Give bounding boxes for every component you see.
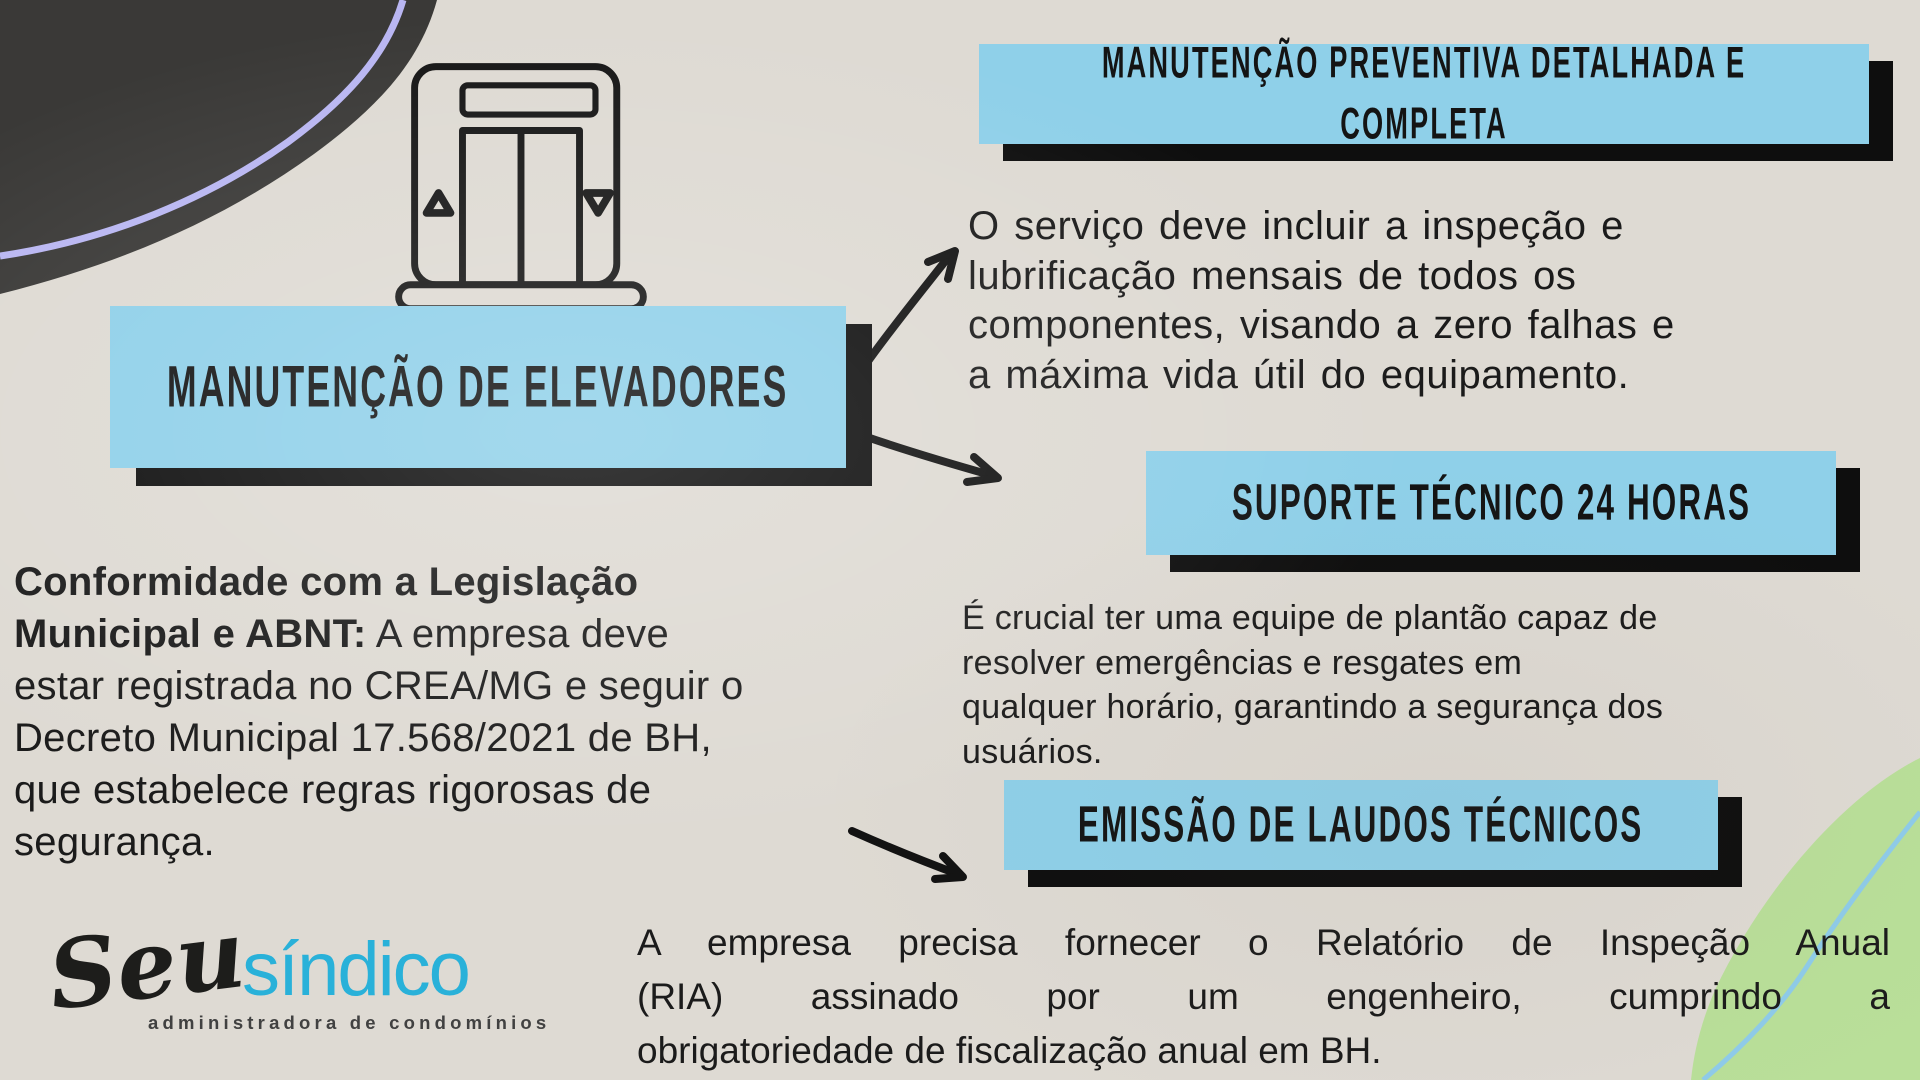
elevator-frame bbox=[411, 63, 621, 289]
up-arrow-icon bbox=[422, 189, 455, 217]
main-title: MANUTENÇÃO DE ELEVADORES bbox=[167, 354, 789, 420]
elevator-display bbox=[459, 82, 599, 118]
arrow-to-laudos-head bbox=[931, 852, 967, 883]
section-suporte-body: É crucial ter uma equipe de plantão capa… bbox=[962, 599, 1664, 771]
arrow-to-suporte bbox=[860, 432, 998, 480]
arrow-to-preventiva bbox=[862, 251, 954, 368]
dark-blob-decoration bbox=[0, 0, 437, 294]
section-laudos-box: EMISSÃO DE LAUDOS TÉCNICOS bbox=[1004, 780, 1718, 870]
arrow-to-preventiva-head bbox=[924, 247, 959, 283]
arrow-to-suporte-head bbox=[963, 453, 1002, 486]
arrow-to-laudos bbox=[848, 827, 964, 879]
section-suporte-box: SUPORTE TÉCNICO 24 HORAS bbox=[1146, 451, 1836, 555]
green-blob-decoration bbox=[1691, 758, 1920, 1080]
logo-word-seu: Seu bbox=[42, 899, 251, 1033]
green-blob-blue-line-decoration bbox=[1701, 810, 1920, 1080]
section-suporte-title: SUPORTE TÉCNICO 24 HORAS bbox=[1231, 473, 1751, 531]
compliance-paragraph: Conformidade com a Legislação Municipal … bbox=[14, 556, 964, 868]
main-title-box: MANUTENÇÃO DE ELEVADORES bbox=[110, 306, 846, 468]
down-arrow-icon bbox=[582, 189, 614, 217]
section-laudos-body: A empresa precisa fornecer o Relatório d… bbox=[637, 916, 1890, 1078]
section-laudos-body-line: A empresa precisa fornecer o Relatório d… bbox=[637, 922, 1890, 963]
section-preventiva-body: O serviço deve incluir a inspeção e lubr… bbox=[968, 204, 1675, 397]
logo-word-sindico: síndico bbox=[242, 927, 471, 1012]
section-preventiva-box: MANUTENÇÃO PREVENTIVA DETALHADA E COMPLE… bbox=[979, 38, 1869, 148]
section-laudos-body-line: (RIA) assinado por um engenheiro, cumpri… bbox=[637, 976, 1890, 1018]
section-preventiva-title: MANUTENÇÃO PREVENTIVA DETALHADA E COMPLE… bbox=[1101, 38, 1747, 148]
section-laudos-title: EMISSÃO DE LAUDOS TÉCNICOS bbox=[1078, 795, 1644, 853]
section-laudos-body-line: obrigatoriedade de fiscalização anual em… bbox=[637, 1030, 1382, 1072]
elevator-icon bbox=[395, 63, 647, 313]
lavender-line-decoration bbox=[0, 0, 407, 260]
logo-tagline: administradora de condomínios bbox=[148, 1012, 551, 1033]
compliance-lead: Conformidade com a Legislação Municipal … bbox=[14, 560, 639, 656]
compliance-rest: A empresa deve estar registrada no CREA/… bbox=[14, 612, 744, 864]
